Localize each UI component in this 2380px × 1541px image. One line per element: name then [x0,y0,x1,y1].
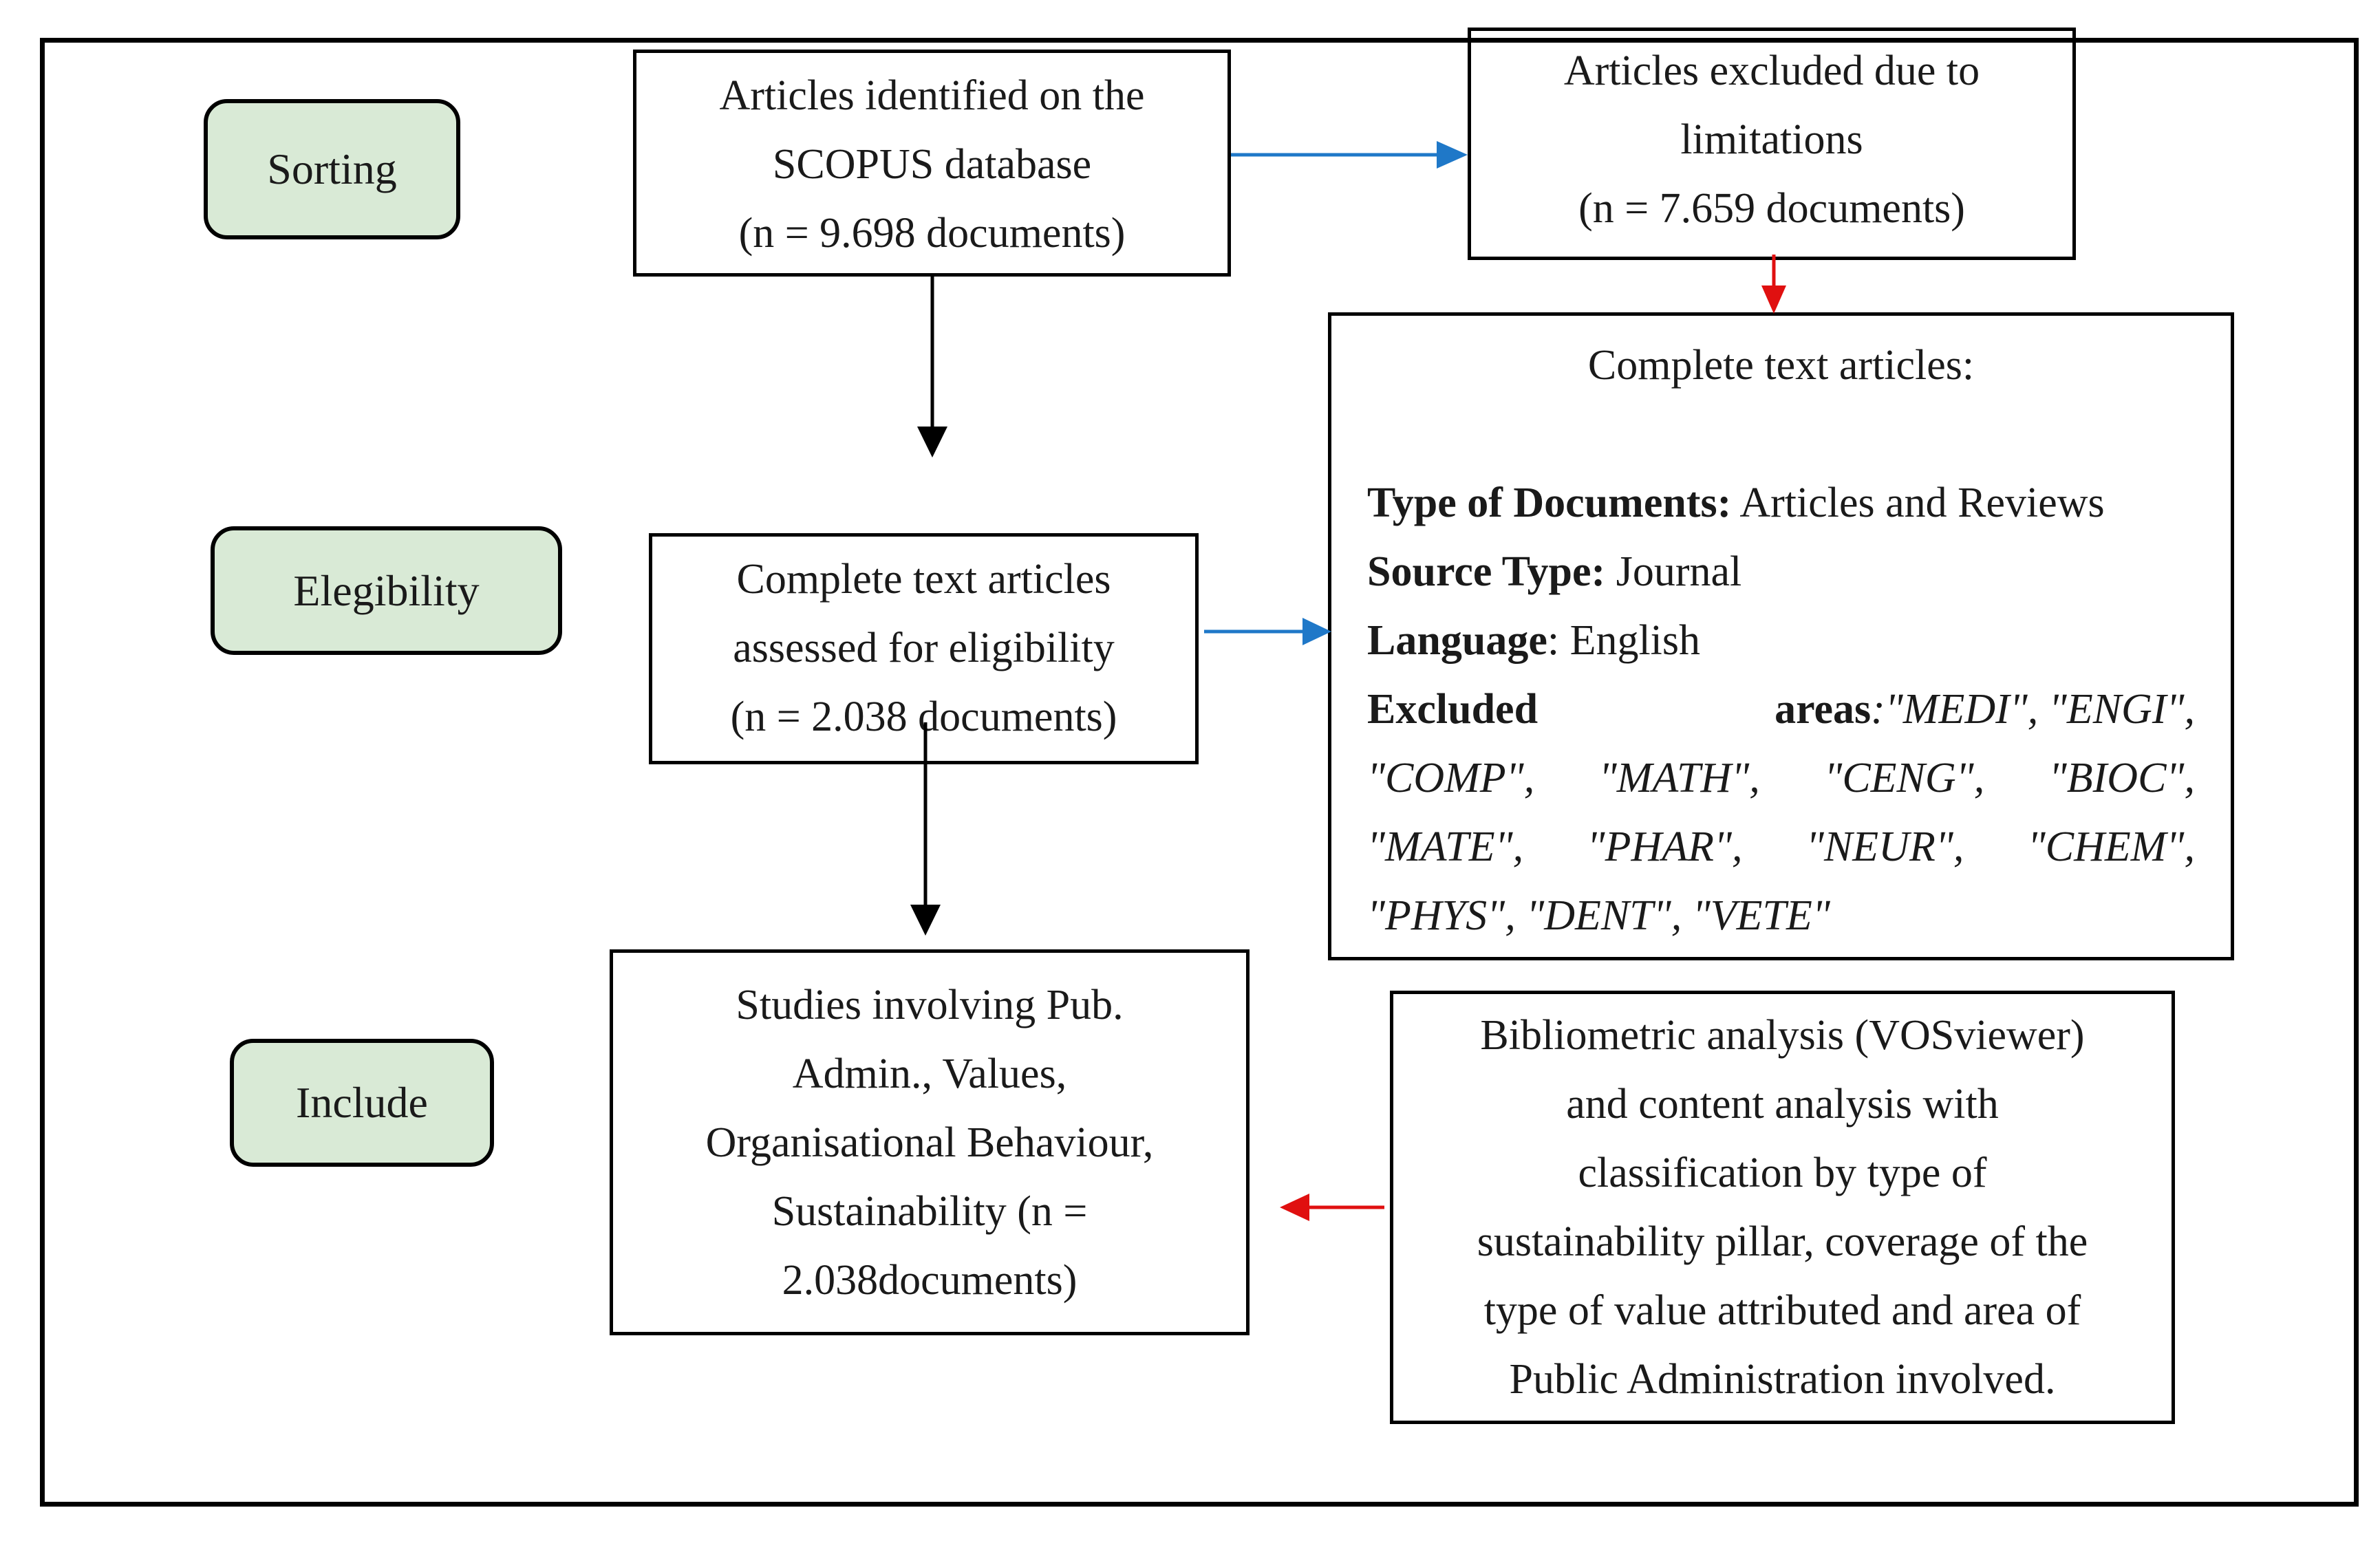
area-item: "CHEM", [2027,823,2195,870]
bibliometric-line-5: type of value attributed and area of [1483,1287,2081,1334]
excluded-line-2: limitations [1680,116,1863,163]
stage-include-label: Include [296,1078,428,1127]
doc-type-value: Articles and Reviews [1731,479,2105,526]
bibliometric-line-4: sustainability pillar, coverage of the [1477,1218,2088,1265]
arrow-assessed-to-studies [910,722,941,936]
stage-eligibility-label: Elegibility [293,565,480,615]
studies-line-1: Studies involving Pub. [736,982,1124,1028]
source-type-value: Journal [1605,548,1742,595]
criteria-excluded-row-1: Excluded areas:"MEDI", "ENGI", [1367,675,2195,744]
criteria-source-type: Source Type: Journal [1367,537,2195,606]
criteria-doc-type: Type of Documents: Articles and Reviews [1367,468,2195,537]
arrow-assessed-to-criteria [1204,618,1331,645]
arrow-identified-to-excluded [1231,141,1468,169]
studies-line-4: Sustainability (n = [771,1188,1088,1235]
arrow-excluded-to-criteria [1761,255,1786,314]
language-value: : English [1547,617,1701,664]
assessed-line-1: Complete text articles [736,556,1111,603]
identified-line-1: Articles identified on the [719,72,1145,119]
arrow-identified-to-assessed [917,277,947,457]
criteria-excluded-row-4: "PHYS", "DENT", "VETE" [1367,892,1830,939]
bibliometric-line-2: and content analysis with [1566,1081,1999,1128]
excluded-areas-first: areas:"MEDI", "ENGI", [1775,675,2195,744]
bibliometric-line-1: Bibliometric analysis (VOSviewer) [1480,1012,2085,1059]
stage-sorting: Sorting [204,99,460,239]
language-label: Language [1367,617,1547,664]
area-item: "CENG", [1824,755,1985,801]
source-type-label: Source Type: [1367,548,1606,595]
areas-label: areas [1775,686,1872,733]
areas-first-values: :"MEDI", "ENGI", [1871,686,2195,733]
stage-sorting-label: Sorting [267,144,397,193]
criteria-title: Complete text articles: [1587,342,1975,389]
criteria-excluded-row-3: "MATE", "PHAR", "NEUR", "CHEM", [1367,812,2195,881]
identified-line-3: (n = 9.698 documents) [738,210,1126,257]
excluded-label: Excluded [1367,686,1539,733]
stage-include: Include [230,1039,494,1167]
criteria-excluded-row-2: "COMP", "MATH", "CENG", "BIOC", [1367,744,2195,812]
doc-type-label: Type of Documents: [1367,479,1732,526]
stage-eligibility: Elegibility [211,526,562,655]
studies-line-3: Organisational Behaviour, [705,1119,1154,1166]
excluded-line-1: Articles excluded due to [1563,47,1980,94]
criteria-box: Complete text articles: Type of Document… [1328,312,2234,960]
area-item: "NEUR", [1805,823,1964,870]
excluded-line-3: (n = 7.659 documents) [1578,185,1965,232]
studies-line-5: 2.038documents) [782,1257,1078,1304]
identified-line-2: SCOPUS database [772,141,1092,188]
studies-box: Studies involving Pub. Admin., Values, O… [610,949,1250,1335]
area-item: "MATE", [1367,823,1524,870]
assessed-line-2: assessed for eligibility [733,625,1115,671]
excluded-box: Articles excluded due to limitations (n … [1468,28,2076,260]
area-item: "PHAR", [1587,823,1743,870]
identified-box: Articles identified on the SCOPUS databa… [633,50,1231,277]
area-item: "COMP", [1367,755,1535,801]
outer-frame [40,38,2359,1507]
arrow-bibliometric-to-studies [1280,1194,1384,1221]
bibliometric-line-6: Public Administration involved. [1509,1356,2056,1403]
area-item: "BIOC", [2048,755,2195,801]
area-item: "MATH", [1598,755,1760,801]
studies-line-2: Admin., Values, [792,1050,1067,1097]
bibliometric-box: Bibliometric analysis (VOSviewer) and co… [1390,991,2175,1424]
bibliometric-line-3: classification by type of [1578,1150,1987,1196]
criteria-language: Language: English [1367,606,2195,675]
